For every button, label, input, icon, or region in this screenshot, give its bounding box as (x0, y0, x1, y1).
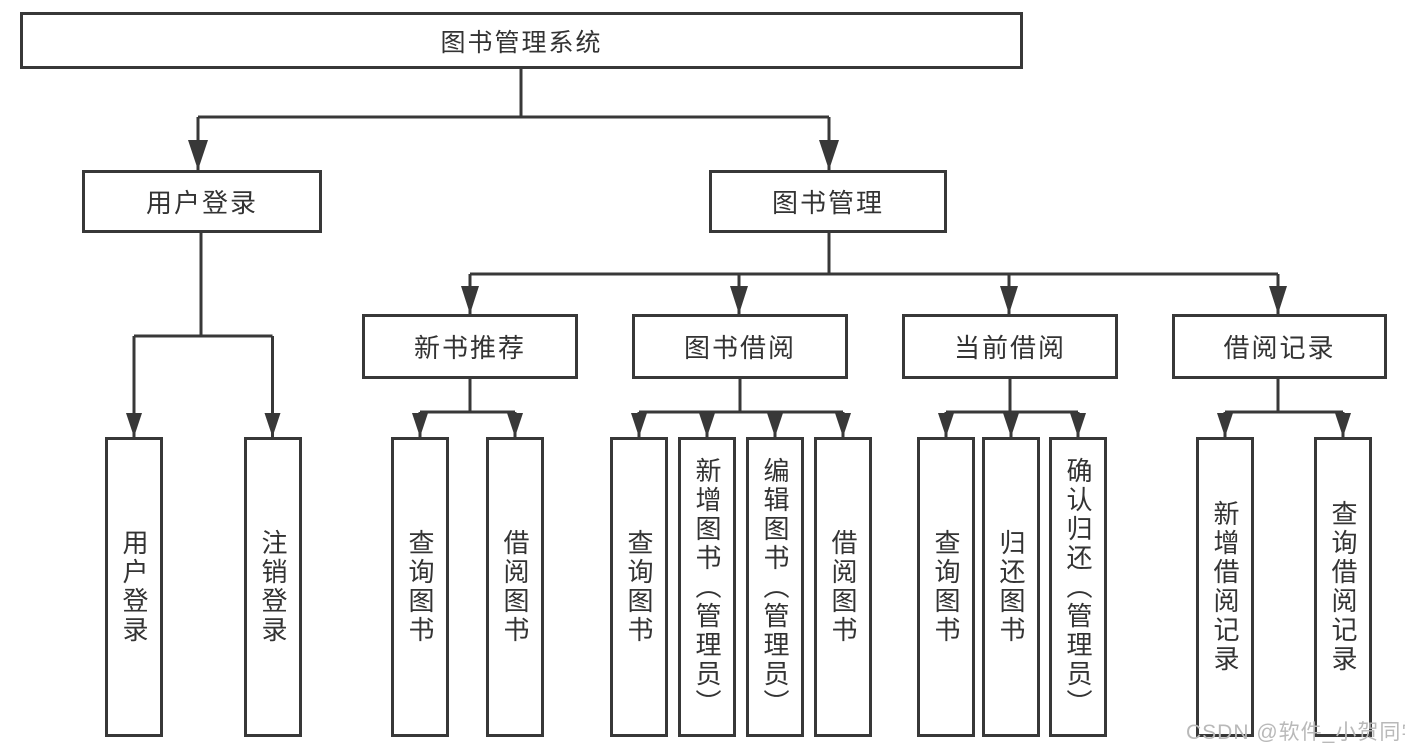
node-leaf-query-book-2-label: 查询图书 (624, 529, 654, 645)
node-leaf-query-book-2: 查询图书 (610, 437, 668, 737)
arrowhead (938, 413, 954, 437)
arrowhead (188, 140, 208, 170)
arrowhead (835, 413, 851, 437)
node-leaf-query-borrow-record-label: 查询借阅记录 (1328, 500, 1358, 674)
node-leaf-borrow-book-1: 借阅图书 (486, 437, 544, 737)
arrowhead (1335, 413, 1351, 437)
node-root-label: 图书管理系统 (440, 28, 603, 57)
arrowhead (767, 413, 783, 437)
node-root: 图书管理系统 (20, 12, 1023, 69)
arrowhead (507, 413, 523, 437)
node-leaf-user-login-label: 用户登录 (119, 529, 149, 645)
node-leaf-add-book: 新增图书（管理员） (678, 437, 736, 737)
node-new-book-recommend: 新书推荐 (362, 314, 578, 379)
node-user-login-group-label: 用户登录 (145, 188, 258, 218)
arrowhead (126, 413, 142, 437)
arrowhead (730, 286, 748, 314)
node-borrow-record: 借阅记录 (1172, 314, 1387, 379)
arrowhead (631, 413, 647, 437)
node-leaf-borrow-book-1-label: 借阅图书 (500, 529, 530, 645)
node-current-borrow: 当前借阅 (902, 314, 1118, 379)
node-leaf-add-book-label: 新增图书（管理员） (692, 456, 722, 718)
node-new-book-recommend-label: 新书推荐 (413, 333, 526, 363)
node-current-borrow-label: 当前借阅 (953, 333, 1066, 363)
node-leaf-user-login: 用户登录 (105, 437, 163, 737)
node-leaf-edit-book: 编辑图书（管理员） (746, 437, 804, 737)
node-leaf-logout: 注销登录 (244, 437, 302, 737)
node-book-borrow: 图书借阅 (632, 314, 848, 379)
arrowhead (819, 140, 839, 170)
node-user-login-group: 用户登录 (82, 170, 322, 233)
arrowhead (461, 286, 479, 314)
arrowhead (1003, 413, 1019, 437)
arrowhead (264, 413, 281, 437)
node-leaf-confirm-return: 确认归还（管理员） (1049, 437, 1107, 737)
node-leaf-confirm-return-label: 确认归还（管理员） (1063, 456, 1093, 718)
node-book-management-label: 图书管理 (771, 188, 884, 218)
node-leaf-logout-label: 注销登录 (258, 529, 288, 645)
arrowhead (1070, 413, 1086, 437)
arrowhead (1000, 286, 1018, 314)
node-leaf-query-book-1: 查询图书 (391, 437, 449, 737)
node-book-management: 图书管理 (709, 170, 947, 233)
node-borrow-record-label: 借阅记录 (1223, 333, 1336, 363)
node-book-borrow-label: 图书借阅 (683, 333, 796, 363)
node-leaf-add-borrow-record-label: 新增借阅记录 (1210, 500, 1240, 674)
arrowhead (1269, 286, 1287, 314)
node-leaf-query-book-3: 查询图书 (917, 437, 975, 737)
node-leaf-borrow-book-2-label: 借阅图书 (828, 529, 858, 645)
arrowhead (1217, 413, 1233, 437)
node-leaf-return-book-label: 归还图书 (996, 529, 1026, 645)
arrowhead (699, 413, 715, 437)
node-leaf-query-book-3-label: 查询图书 (931, 529, 961, 645)
node-leaf-edit-book-label: 编辑图书（管理员） (760, 456, 790, 718)
node-leaf-borrow-book-2: 借阅图书 (814, 437, 872, 737)
node-leaf-query-borrow-record: 查询借阅记录 (1314, 437, 1372, 737)
arrowhead (412, 413, 428, 437)
watermark: CSDN @软件_小贺同学 (1186, 721, 1405, 744)
node-leaf-query-book-1-label: 查询图书 (405, 529, 435, 645)
node-leaf-add-borrow-record: 新增借阅记录 (1196, 437, 1254, 737)
node-leaf-return-book: 归还图书 (982, 437, 1040, 737)
